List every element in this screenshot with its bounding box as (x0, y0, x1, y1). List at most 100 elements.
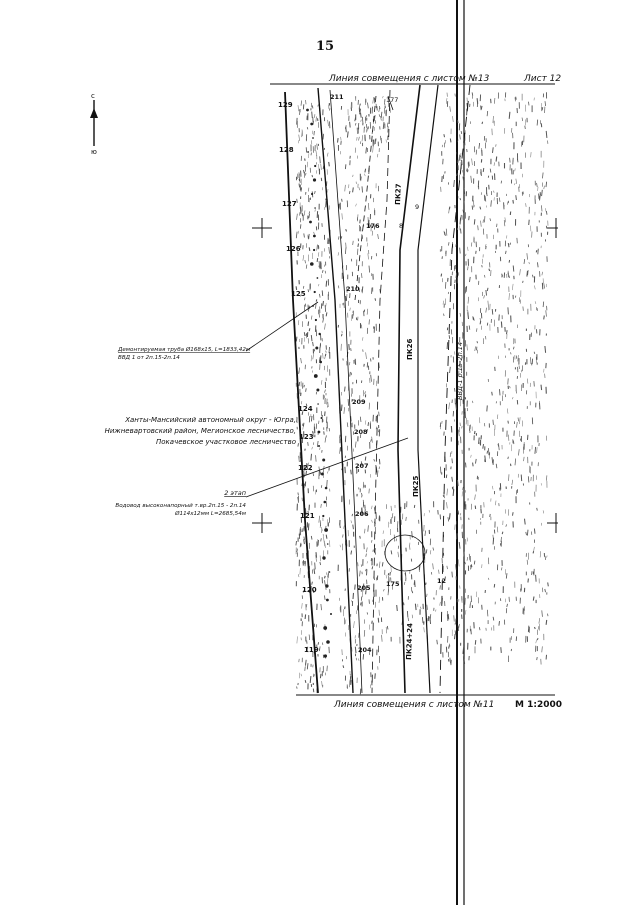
hatch-stroke (493, 583, 496, 588)
annotation-region-line3: Покачевское участковое лесничество (156, 438, 296, 446)
hatch-stroke (465, 610, 467, 615)
hatch-stroke (346, 422, 349, 428)
annotation-stage-line2: Водовод высоконапорный т.вр.2п.15 - 2п.1… (115, 503, 246, 509)
hatch-stroke (371, 519, 373, 523)
hatch-stroke (329, 108, 331, 111)
left-picket-labels: 129 128 127 126 125 124 123 122 121 120 … (278, 101, 319, 654)
corridor-lines (284, 84, 471, 694)
hatch-stroke (459, 247, 461, 254)
hatch-stroke (475, 458, 477, 464)
hatch-stroke (361, 507, 363, 514)
hatch-stroke (537, 248, 539, 255)
hatch-stroke (344, 164, 347, 170)
node-label: 176 (366, 222, 380, 230)
hatch-stroke (319, 156, 321, 164)
hatch-stroke (542, 510, 544, 514)
hatch-stroke (515, 390, 518, 394)
hatch-stroke (498, 197, 501, 202)
hatch-stroke (522, 280, 524, 283)
hatch-stroke (303, 484, 306, 489)
hatch-stroke (536, 362, 538, 366)
annotation-region: Ханты-Мансийский автономный округ - Югра… (105, 416, 296, 446)
hatch-stroke (361, 186, 363, 193)
hatch-stroke (479, 206, 482, 210)
hatch-stroke (463, 175, 465, 178)
hatch-stroke (526, 529, 529, 536)
hatch-stroke (362, 583, 365, 591)
hatch-stroke (533, 528, 536, 534)
hatch-stroke (470, 601, 472, 605)
hatch-stroke (492, 537, 495, 545)
hatch-stroke (447, 291, 450, 295)
page-number: 15 (316, 39, 334, 54)
hatch-stroke (472, 316, 474, 320)
hatch-stroke (359, 434, 362, 439)
hatch-stroke (327, 573, 329, 578)
pk-label: ПК25 (412, 476, 420, 497)
hatch-stroke (302, 285, 305, 289)
hatch-stroke (424, 530, 426, 536)
hatch-stroke (355, 657, 358, 661)
hatch-stroke (316, 258, 319, 262)
hatch-stroke (421, 617, 424, 624)
hatch-stroke (456, 533, 458, 540)
hatch-stroke (374, 550, 376, 555)
picket-label: 129 (278, 101, 293, 109)
hatch-stroke (535, 574, 537, 582)
hatch-stroke (448, 206, 451, 210)
hatch-stroke (545, 181, 548, 188)
hatch-stroke (379, 106, 381, 109)
hatch-stroke (366, 429, 368, 433)
hatch-stroke (300, 100, 302, 106)
survey-point-marker (314, 318, 317, 322)
hatch-stroke (504, 217, 506, 223)
vertical-pipe-label: ВВД-1 р.15-2п.14 (456, 342, 464, 400)
hatch-stroke (382, 95, 384, 99)
hatch-stroke (322, 642, 324, 645)
survey-point-marker (313, 374, 318, 378)
hatch-stroke (359, 112, 362, 118)
hatch-stroke (358, 287, 360, 292)
hatch-stroke (500, 647, 502, 653)
hatch-stroke (542, 172, 544, 179)
hatch-stroke (322, 133, 325, 140)
hatch-stroke (314, 190, 316, 194)
hatch-stroke (496, 526, 499, 533)
hatch-stroke (446, 488, 448, 496)
hatch-stroke (507, 420, 509, 424)
hatch-stroke (492, 616, 495, 621)
hatch-stroke (310, 535, 313, 540)
hatch-stroke (451, 476, 453, 482)
hatch-stroke (452, 116, 454, 122)
hatch-stroke (328, 161, 330, 167)
hatch-stroke (538, 618, 540, 624)
hatch-stroke (296, 548, 298, 553)
hatch-stroke (358, 136, 360, 141)
hatch-stroke (544, 588, 546, 593)
hatch-stroke (302, 561, 304, 565)
hatch-stroke (385, 626, 387, 634)
hatch-stroke (363, 309, 366, 313)
hatch-stroke (307, 289, 310, 293)
hatch-stroke (360, 119, 362, 122)
hatch-stroke (509, 386, 511, 389)
survey-point-marker (324, 486, 328, 490)
hatch-stroke (449, 366, 451, 374)
hatch-stroke (445, 474, 448, 479)
pipeline-bend (387, 95, 394, 111)
hatch-stroke (366, 561, 368, 564)
hatch-stroke (305, 403, 308, 407)
picket-label: 125 (291, 290, 306, 298)
hatch-stroke (365, 352, 367, 360)
hatch-stroke (473, 219, 476, 225)
pk-label: ПК26 (406, 339, 414, 360)
hatch-stroke (457, 479, 459, 487)
hatch-stroke (390, 550, 393, 555)
hatch-stroke (387, 100, 389, 107)
hatch-stroke (535, 639, 537, 644)
survey-point-marker (326, 640, 330, 644)
hatch-stroke (534, 446, 537, 454)
corridor-edge-small (354, 95, 377, 301)
hatch-stroke (364, 168, 367, 173)
picket-label: 207 (355, 462, 369, 470)
